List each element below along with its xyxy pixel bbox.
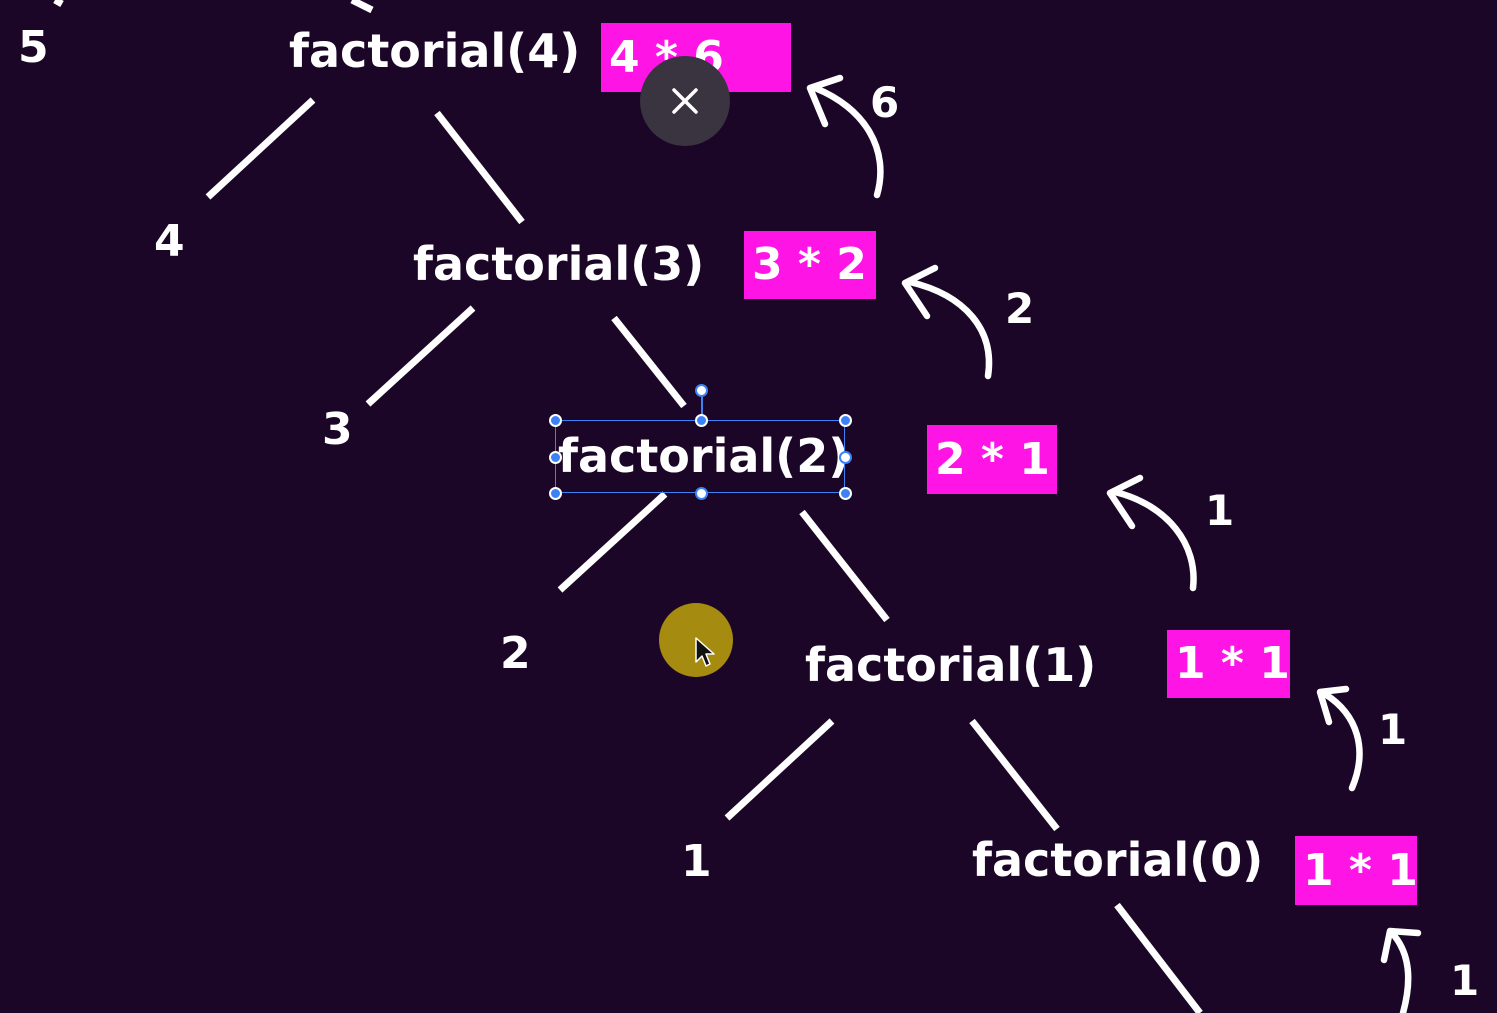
close-button[interactable]	[640, 56, 730, 146]
leaf-value: 1	[681, 836, 712, 887]
rotate-handle[interactable]	[695, 384, 708, 397]
resize-handle-left[interactable]	[549, 451, 562, 464]
result-box-f3: 3 * 2	[744, 231, 876, 299]
edge-f3-f2	[611, 315, 687, 409]
curved-arrow-icon	[806, 74, 884, 199]
selection-frame[interactable]	[555, 420, 845, 493]
curved-arrow-icon	[1106, 474, 1197, 592]
resize-handle-bottom-left[interactable]	[549, 487, 562, 500]
call-factorial-0: factorial(0)	[972, 833, 1264, 887]
curved-arrow-icon	[901, 264, 993, 380]
resize-handle-bottom-right[interactable]	[839, 487, 852, 500]
call-factorial-4: factorial(4)	[289, 24, 581, 78]
call-factorial-1: factorial(1)	[805, 638, 1097, 692]
result-box-f2: 2 * 1	[927, 425, 1057, 494]
edge-f2-leaf	[557, 491, 668, 593]
result-box-f1: 1 * 1	[1167, 630, 1290, 698]
return-value: 1	[1450, 956, 1480, 1005]
return-value: 1	[1205, 486, 1235, 535]
edge-f3-leaf	[365, 305, 476, 407]
close-icon	[672, 88, 698, 114]
edge-top-partial-left	[53, 0, 64, 8]
resize-handle-bottom[interactable]	[695, 487, 708, 500]
resize-handle-top-left[interactable]	[549, 414, 562, 427]
edge-f1-leaf	[724, 718, 835, 821]
leaf-value: 2	[500, 628, 531, 679]
result-box-f0: 1 * 1	[1295, 836, 1418, 905]
edge-top-partial	[350, 0, 374, 14]
leaf-value: 3	[322, 404, 353, 455]
edge-f2-f1	[799, 509, 890, 623]
leaf-value: 5	[18, 22, 49, 73]
edge-f1-f0	[969, 718, 1060, 832]
return-value: 1	[1378, 705, 1408, 754]
edge-f4-f3	[434, 110, 525, 225]
resize-handle-top-right[interactable]	[839, 414, 852, 427]
resize-handle-right[interactable]	[839, 451, 852, 464]
curved-arrow-icon	[1380, 927, 1422, 1013]
return-value: 6	[870, 78, 900, 127]
resize-handle-top[interactable]	[695, 414, 708, 427]
pointer-icon	[695, 637, 715, 667]
tree-edges	[53, 0, 1203, 1013]
edge-f4-leaf	[205, 97, 316, 200]
return-value: 2	[1005, 284, 1035, 333]
leaf-value: 4	[154, 216, 185, 267]
call-factorial-2[interactable]: factorial(2)	[558, 429, 850, 483]
edge-f0-next	[1114, 902, 1203, 1013]
rotation-handle-stem	[701, 397, 703, 419]
return-arrows	[806, 74, 1422, 1013]
curved-arrow-icon	[1316, 685, 1363, 792]
call-factorial-3: factorial(3)	[413, 237, 705, 291]
